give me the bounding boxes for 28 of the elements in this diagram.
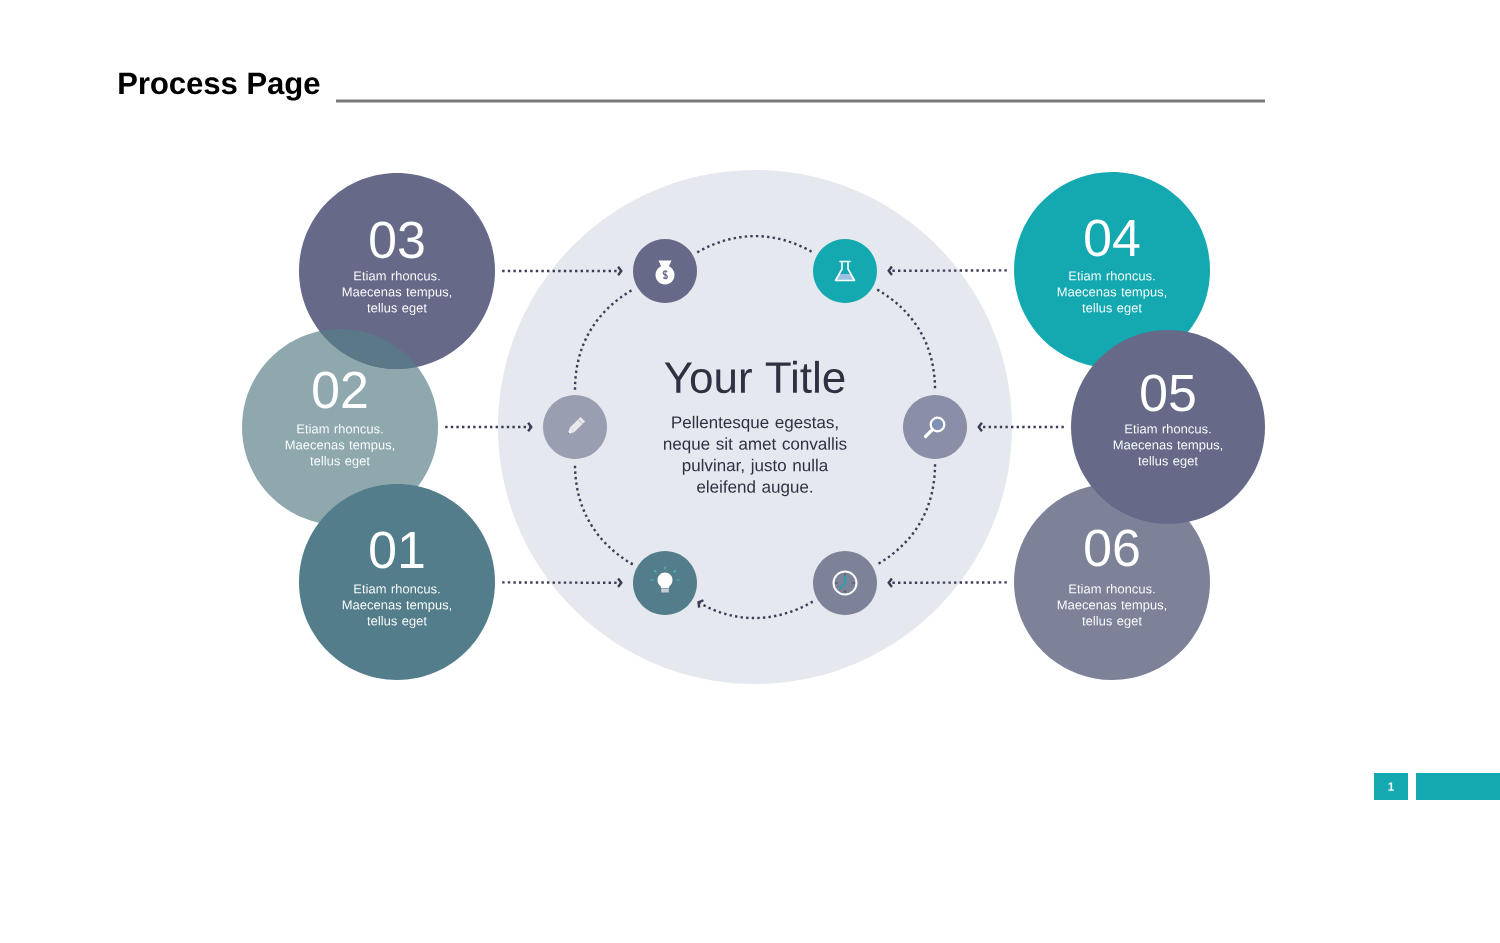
dotted-arrow bbox=[697, 599, 814, 620]
step-text: Etiam rhoncus. Maecenas tempus, tellus eget bbox=[1113, 423, 1223, 469]
dotted-line bbox=[573, 464, 634, 566]
center-title: Your Title bbox=[664, 360, 845, 394]
step-number: 01 bbox=[370, 531, 424, 569]
step-number: 05 bbox=[1141, 374, 1195, 412]
dotted-line bbox=[876, 464, 937, 566]
dotted-line bbox=[876, 288, 937, 390]
step-text: Etiam rhoncus. Maecenas tempus, tellus eget bbox=[1057, 583, 1167, 629]
step-number: 02 bbox=[313, 371, 367, 409]
title: Process Page bbox=[119, 72, 320, 101]
step-number: 03 bbox=[370, 221, 424, 259]
step-text: Etiam rhoncus. Maecenas tempus, tellus eget bbox=[342, 270, 452, 316]
step-text: Etiam rhoncus. Maecenas tempus, tellus eget bbox=[1057, 270, 1167, 316]
step-text: Etiam rhoncus. Maecenas tempus, tellus eget bbox=[342, 583, 452, 629]
center-text: Pellentesque egestas, neque sit amet convallis pulvinar, justo nulla eleifend augue. bbox=[664, 415, 847, 497]
dotted-arrow bbox=[445, 422, 533, 432]
dotted-line bbox=[696, 234, 814, 254]
dotted-line bbox=[573, 288, 634, 390]
step-number: 06 bbox=[1085, 529, 1139, 567]
page-number: 1 bbox=[1374, 773, 1408, 800]
dotted-arrow bbox=[502, 577, 623, 588]
dotted-arrow bbox=[977, 422, 1064, 432]
dotted-arrow bbox=[887, 577, 1007, 588]
dotted-arrow bbox=[502, 266, 623, 276]
step-number: 04 bbox=[1085, 219, 1140, 257]
step-text: Etiam rhoncus. Maecenas tempus, tellus eget bbox=[285, 423, 395, 469]
dotted-arrow bbox=[887, 265, 1007, 276]
